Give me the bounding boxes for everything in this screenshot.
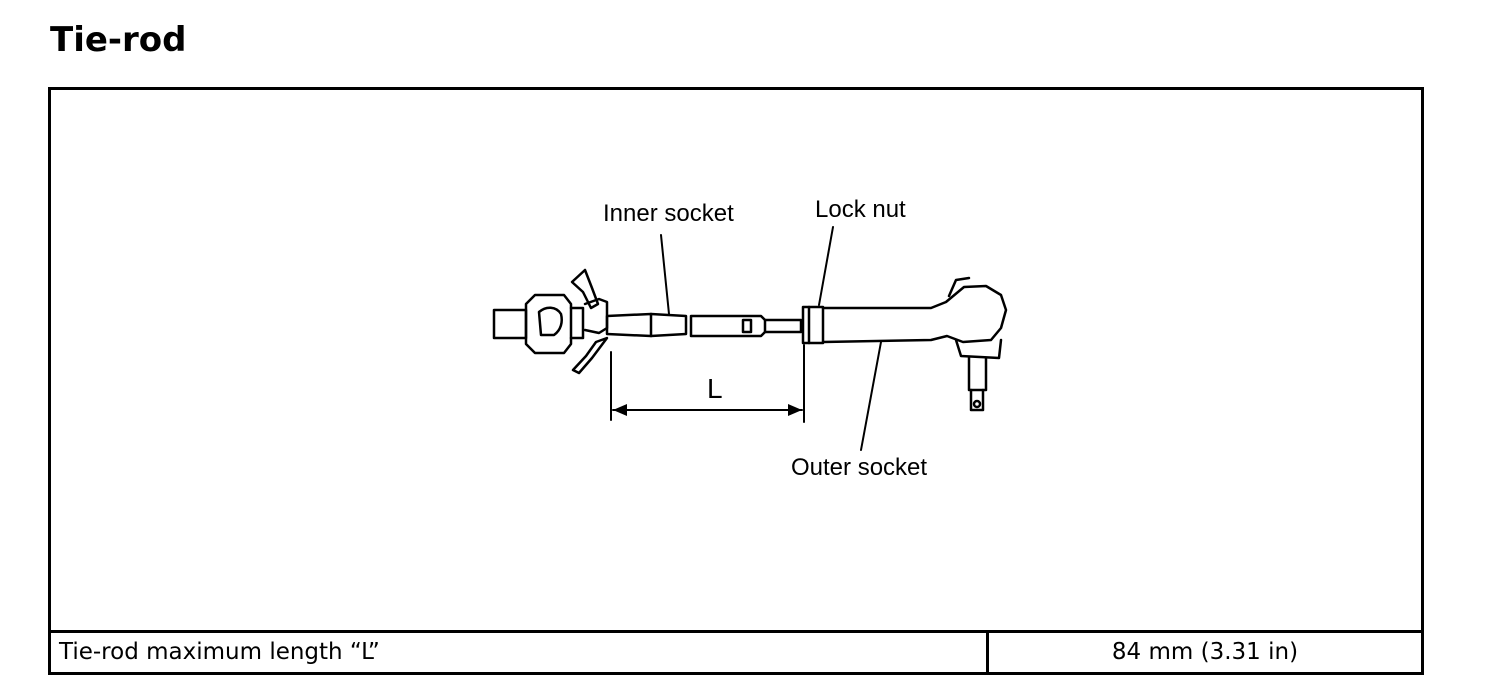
inner-socket-leader	[660, 234, 670, 315]
inner-joint-boot	[492, 268, 609, 375]
outer-socket-body	[821, 276, 1008, 412]
spec-table: Inner socket Lock nut L Outer socket Tie…	[48, 87, 1424, 675]
page-title: Tie-rod	[50, 20, 187, 60]
spec-row-max-length: Tie-rod maximum length “L” 84 mm (3.31 i…	[51, 633, 1421, 672]
callout-inner-socket: Inner socket	[603, 200, 734, 227]
cell-divider	[986, 633, 989, 672]
spec-value: 84 mm (3.31 in)	[1111, 639, 1299, 665]
callout-outer-socket: Outer socket	[791, 454, 927, 481]
outer-socket-leader	[860, 341, 882, 451]
adjuster-thread	[689, 314, 803, 338]
lock-nut	[801, 305, 825, 345]
callout-dimension-l: L	[707, 373, 723, 404]
inner-socket-shaft	[605, 312, 688, 338]
tie-rod-figure: Inner socket Lock nut L Outer socket	[51, 90, 1421, 633]
callout-lock-nut: Lock nut	[815, 196, 906, 223]
spec-label: Tie-rod maximum length “L”	[59, 639, 380, 665]
lock-nut-leader	[818, 226, 834, 306]
dimension-arrow-right	[788, 404, 802, 416]
dimension-arrow-left	[613, 404, 627, 416]
tie-rod-drawing: Inner socket Lock nut L Outer socket	[492, 196, 1008, 481]
